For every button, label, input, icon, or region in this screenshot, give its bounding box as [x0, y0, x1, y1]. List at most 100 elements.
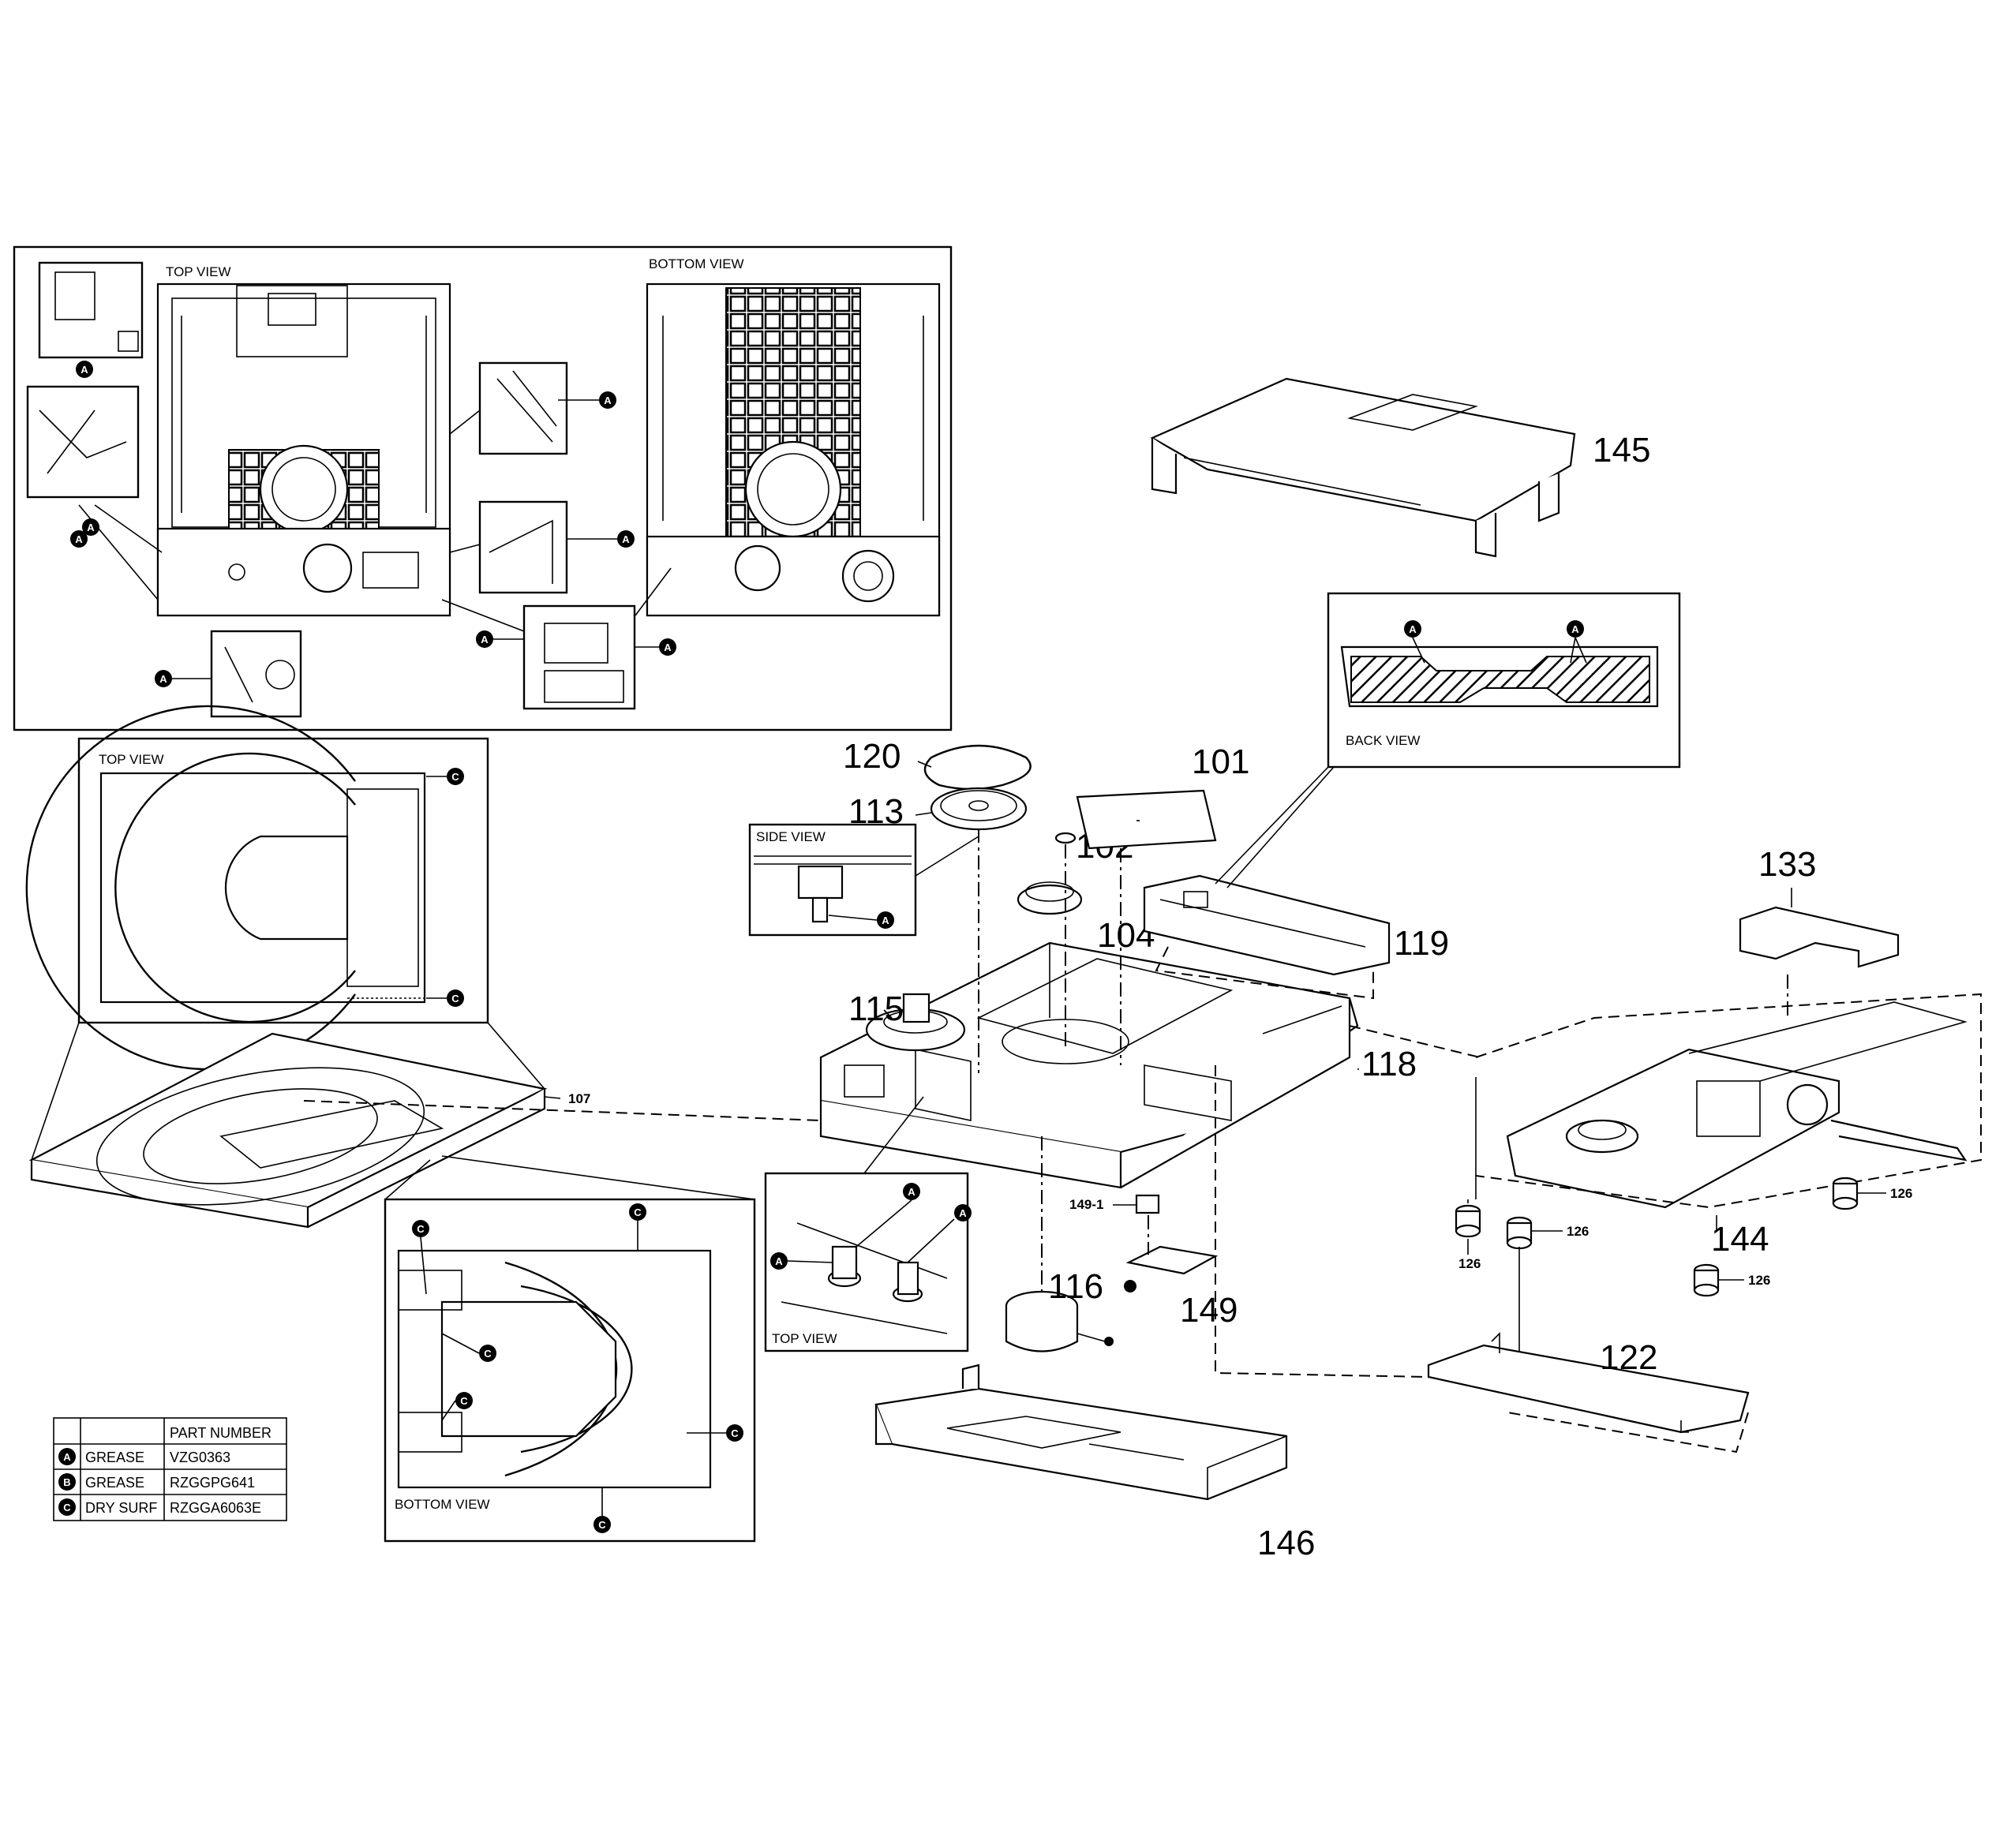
mechanism-bottom-view-drawing [646, 282, 941, 617]
label-side-view: SIDE VIEW [756, 829, 826, 844]
part-145-top-cover [1150, 377, 1576, 558]
part-115-gear [865, 993, 966, 1052]
svg-text:A: A [481, 634, 489, 645]
grease-a-marker: A [617, 530, 635, 548]
inset-back-view: BACK VIEW A A [1327, 592, 1681, 769]
grease-a-marker: A [76, 361, 93, 378]
svg-text:A: A [159, 673, 167, 685]
part-label-116: 116 [1048, 1267, 1103, 1306]
part-label-122: 122 [1600, 1338, 1657, 1377]
grease-legend-table: PART NUMBER A GREASE VZG0363 B GREASE RZ… [53, 1417, 287, 1521]
part-label-126: 126 [1890, 1186, 1912, 1201]
part-label-133: 133 [1758, 845, 1816, 884]
part-149-1-switch [1135, 1194, 1160, 1214]
svg-text:A: A [908, 1186, 916, 1198]
part-144-traverse-unit [1506, 1001, 1968, 1209]
part-label-126: 126 [1748, 1273, 1770, 1288]
part-label-126: 126 [1567, 1224, 1589, 1239]
inset-tray-bottom-view: BOTTOM VIEW C C C C C C [384, 1198, 756, 1543]
legend-name: GREASE [85, 1475, 144, 1491]
svg-text:C: C [598, 1519, 606, 1531]
part-label-120: 120 [843, 737, 901, 776]
svg-text:A: A [604, 395, 612, 406]
svg-text:C: C [451, 993, 459, 1004]
inset-side-view: SIDE VIEW A [748, 823, 917, 937]
part-label-115: 115 [848, 989, 904, 1028]
svg-text:A: A [622, 533, 630, 545]
grease-a-marker: A [903, 1183, 920, 1200]
legend-part-number: VZG0363 [170, 1450, 230, 1465]
svg-text:C: C [451, 771, 459, 783]
part-label-126: 126 [1458, 1256, 1481, 1271]
part-118-main-chassis [819, 941, 1359, 1189]
part-116-motor [1005, 1290, 1114, 1352]
svg-text:A: A [75, 533, 83, 545]
grease-a-marker: A [659, 638, 676, 656]
label-bottom-view-1: BOTTOM VIEW [649, 256, 744, 271]
part-101-label [1076, 789, 1217, 850]
part-146-bottom-cover [874, 1364, 1288, 1501]
grease-a-marker: A [82, 518, 99, 536]
legend-mark: C [63, 1502, 71, 1513]
label-top-view-1: TOP VIEW [166, 264, 231, 279]
dry-surf-c-marker: C [479, 1345, 496, 1362]
dry-surf-c-marker: C [726, 1424, 743, 1442]
grease-a-marker: A [770, 1252, 788, 1270]
legend-name: GREASE [85, 1450, 144, 1465]
legend-name: DRY SURF [85, 1500, 157, 1516]
dry-surf-c-marker: C [455, 1392, 473, 1409]
part-122-bracket [1427, 1332, 1750, 1434]
label-top-view-2: TOP VIEW [99, 752, 164, 767]
label-bottom-view-2: BOTTOM VIEW [395, 1497, 490, 1512]
svg-text:A: A [1571, 623, 1579, 635]
part-107-disc-tray: 107 [28, 1032, 590, 1229]
inset-spindle-top-view: TOP VIEW A A A [764, 1172, 972, 1352]
part-126-damper [1832, 1177, 1859, 1210]
part-126-damper [1693, 1263, 1720, 1297]
grease-a-marker: A [155, 670, 172, 687]
part-102-clamp [1054, 832, 1077, 844]
dry-surf-c-marker: C [629, 1203, 646, 1221]
grease-a-marker: A [70, 530, 88, 548]
label-top-view-3: TOP VIEW [772, 1331, 837, 1346]
part-120-belt [923, 744, 1032, 791]
part-113-pulley-gear [930, 787, 1028, 831]
svg-text:C: C [460, 1395, 468, 1407]
legend-mark: A [63, 1451, 71, 1463]
grease-a-marker: A [1567, 620, 1584, 638]
svg-text:A: A [664, 642, 672, 653]
legend-mark: B [63, 1476, 70, 1488]
svg-text:C: C [484, 1348, 492, 1360]
grease-a-marker: A [877, 911, 894, 929]
part-133-flex-cable [1739, 906, 1900, 968]
svg-text:A: A [87, 522, 95, 533]
part-label-149-1: 149-1 [1069, 1197, 1103, 1212]
part-label-119: 119 [1394, 924, 1449, 963]
svg-text:C: C [417, 1223, 425, 1235]
svg-text:A: A [959, 1207, 967, 1219]
svg-text:A: A [775, 1255, 783, 1267]
svg-text:C: C [634, 1206, 642, 1218]
legend-row: A GREASE VZG0363 [58, 1448, 230, 1465]
legend-row: C DRY SURF RZGGA6063E [58, 1498, 261, 1516]
part-104-spindle [1017, 881, 1083, 915]
dry-surf-c-marker: C [447, 989, 464, 1007]
grease-a-marker: A [1404, 620, 1421, 638]
part-label-145: 145 [1593, 431, 1650, 469]
part-label-144: 144 [1711, 1220, 1769, 1259]
grease-a-marker: A [954, 1204, 972, 1221]
part-label-118: 118 [1361, 1045, 1417, 1083]
part-126-damper [1455, 1204, 1481, 1238]
detail-insets [26, 261, 636, 718]
mechanism-top-view-drawing [156, 282, 451, 617]
legend-part-number: RZGGPG641 [170, 1475, 255, 1491]
legend-row: B GREASE RZGGPG641 [58, 1473, 255, 1491]
svg-text:A: A [81, 364, 88, 376]
inset-tray-top-view: TOP VIEW C C [25, 705, 489, 1071]
svg-text:A: A [882, 915, 889, 926]
svg-text:A: A [1409, 623, 1417, 635]
part-label-107: 107 [568, 1091, 590, 1106]
dry-surf-c-marker: C [447, 768, 464, 785]
legend-header: PART NUMBER [170, 1425, 271, 1441]
